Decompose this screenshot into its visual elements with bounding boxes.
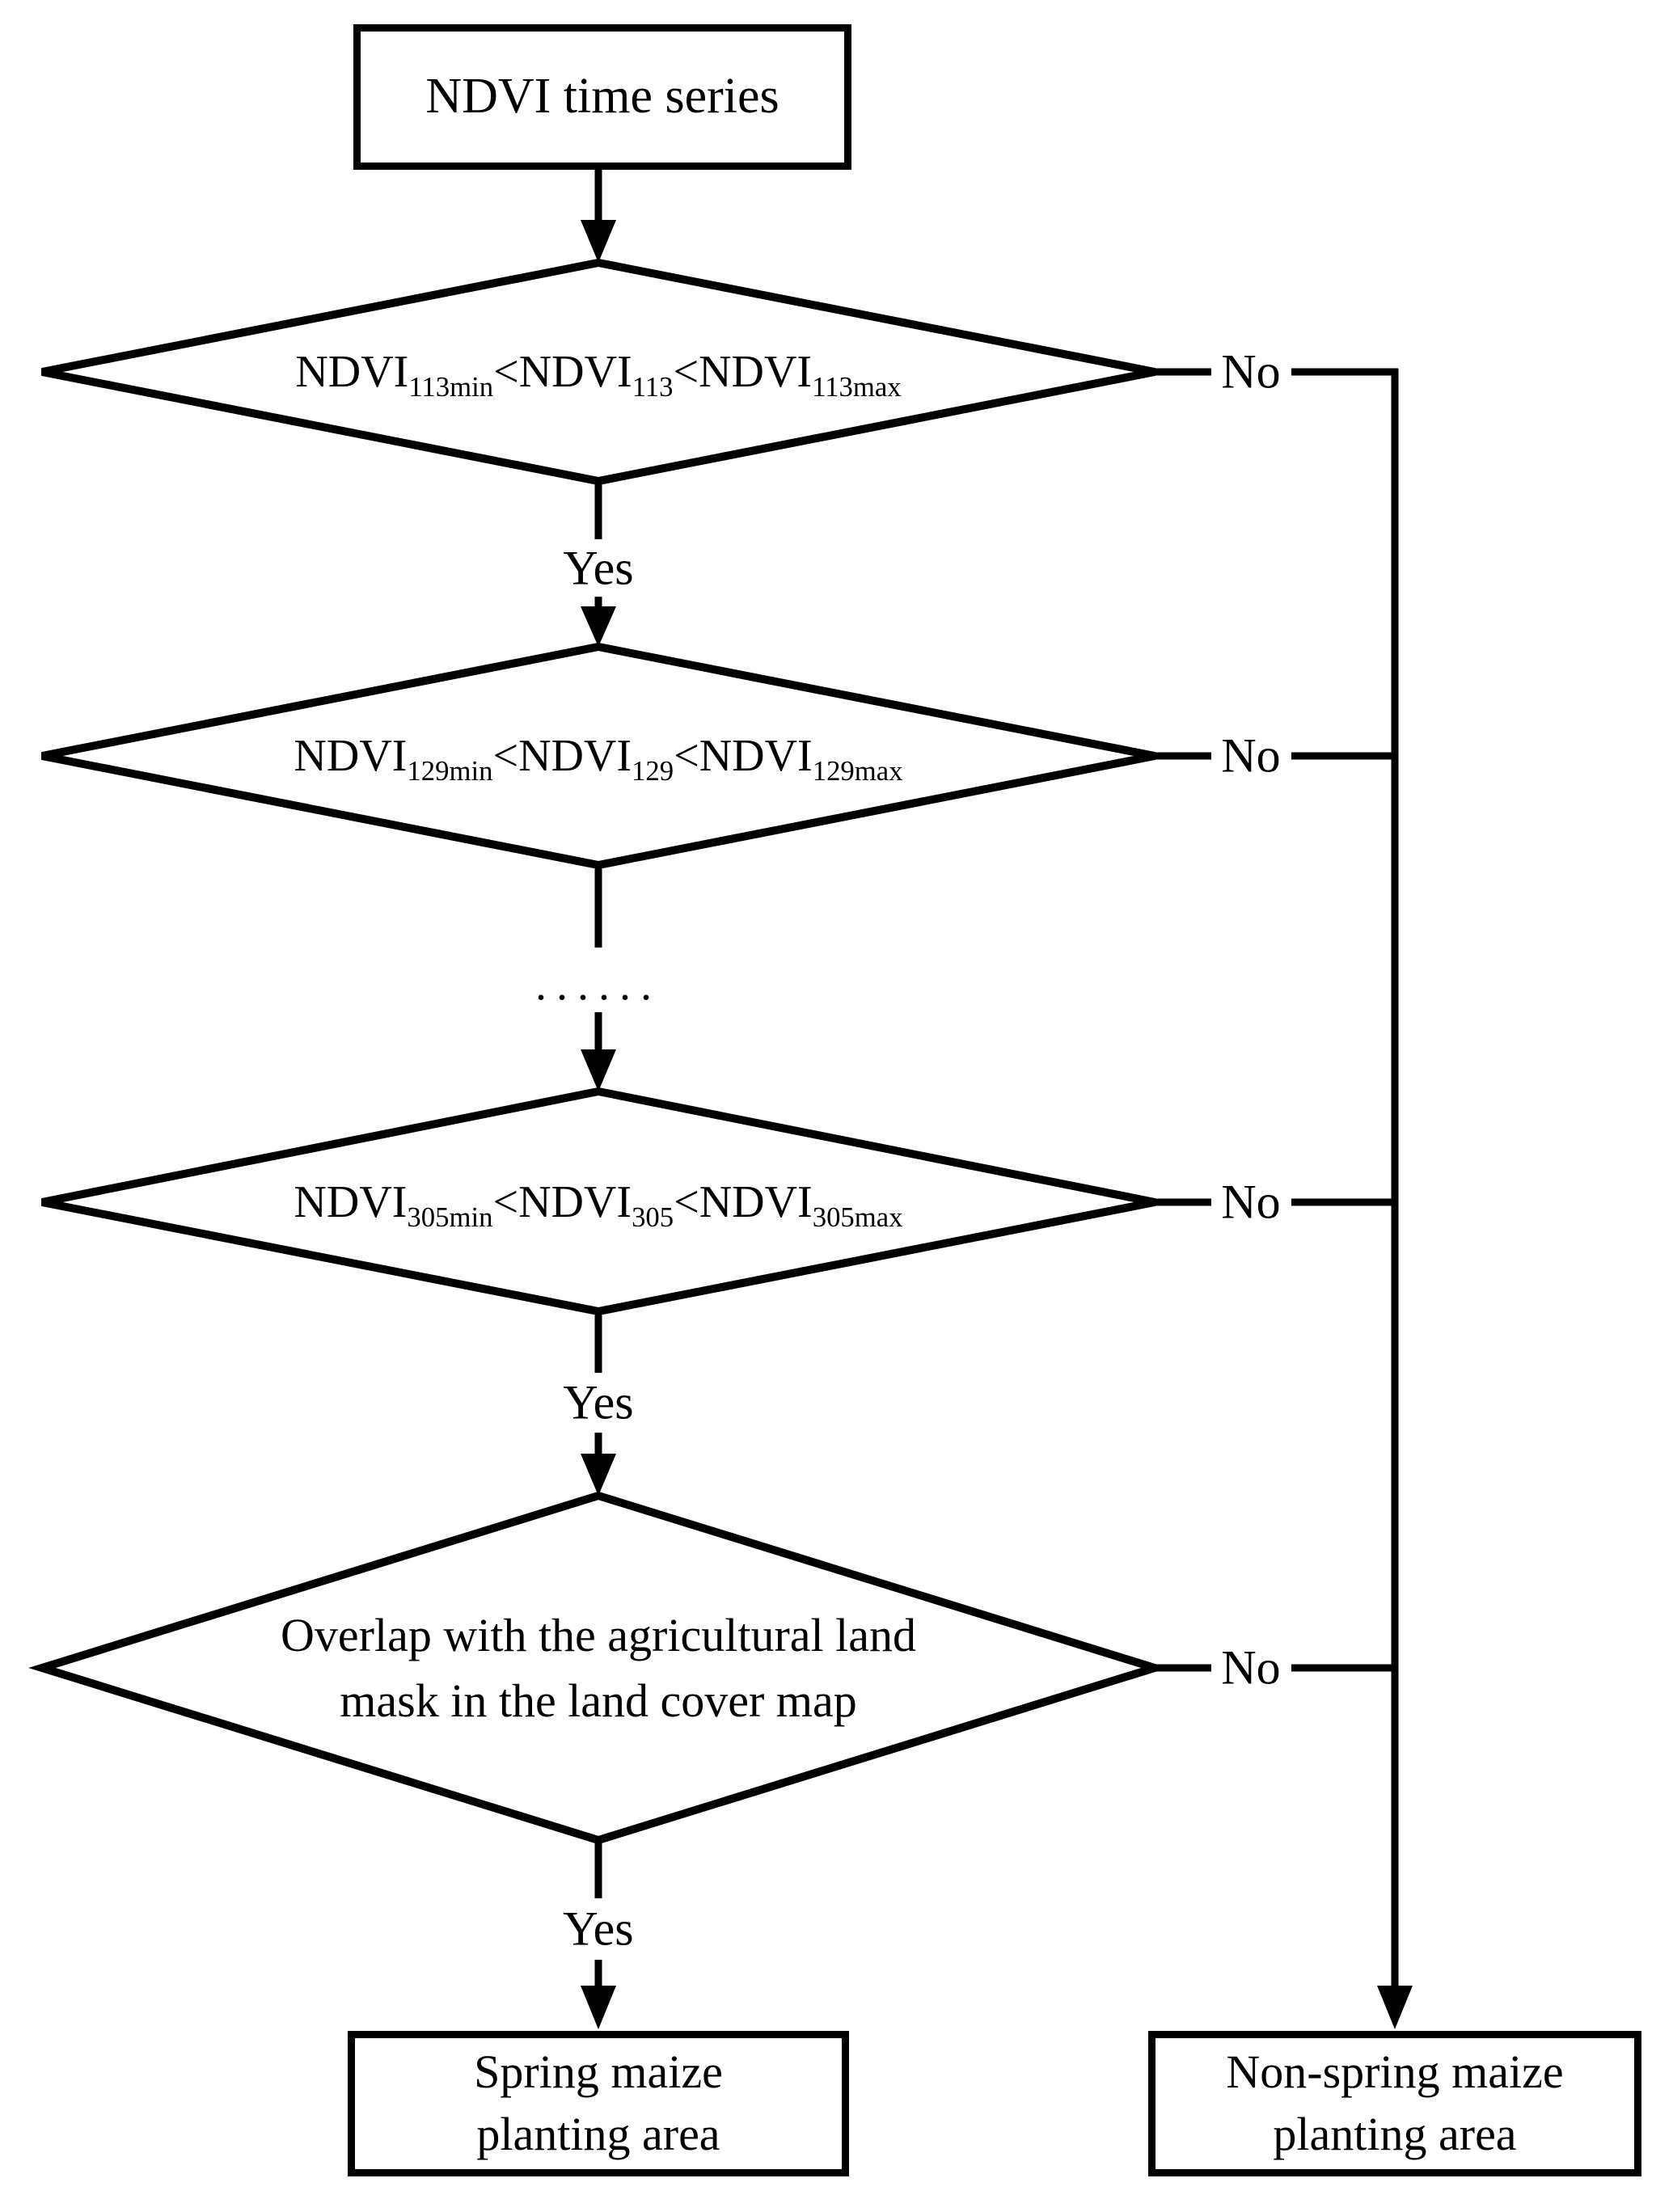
decision3-label: NDVI305min<NDVI305<NDVI305max [294, 1176, 902, 1231]
ndvi-subscript: 129 [632, 755, 674, 787]
yes-label-2: Yes [563, 1375, 634, 1429]
non-spring-maize-outcome-line1: Non-spring maize [1226, 2045, 1564, 2099]
ndvi-subscript: 305 [632, 1201, 674, 1234]
arrowhead-decision2 [581, 606, 616, 647]
ndvi-term: NDVI [294, 731, 408, 781]
ndvi-term: <NDVI [492, 731, 632, 781]
ndvi-subscript: 305min [407, 1201, 493, 1234]
ndvi-term: <NDVI [674, 1177, 813, 1227]
ndvi-subscript: 113min [408, 371, 494, 403]
arrowhead-decision1 [581, 220, 616, 263]
decision4-label: Overlap with the agricultural land mask … [281, 1602, 916, 1733]
spring-maize-outcome-node: Spring maize planting area [348, 2031, 849, 2176]
non-spring-maize-outcome-node: Non-spring maize planting area [1148, 2031, 1641, 2176]
ndvi-term: <NDVI [493, 347, 632, 397]
ndvi-subscript: 129min [407, 755, 493, 787]
ellipsis-label: ...... [535, 960, 661, 1010]
decision4-label-line2: mask in the land cover map [340, 1674, 857, 1727]
start-node-label: NDVI time series [425, 69, 779, 125]
ndvi-subscript: 129max [812, 755, 903, 787]
ndvi-term: <NDVI [673, 347, 813, 397]
spring-maize-outcome-line1: Spring maize [474, 2045, 723, 2099]
no-label-3: No [1221, 1175, 1281, 1229]
ndvi-subscript: 113max [812, 371, 902, 403]
ndvi-term: NDVI [295, 347, 409, 397]
ndvi-subscript: 113 [632, 371, 674, 403]
decision1-label: NDVI113min<NDVI113<NDVI113max [295, 346, 901, 401]
spring-maize-outcome-line2: planting area [476, 2108, 720, 2160]
start-node: NDVI time series [353, 24, 851, 170]
arrowhead-decision4 [581, 1454, 616, 1496]
yes-label-3: Yes [563, 1902, 634, 1956]
no-label-4: No [1221, 1640, 1281, 1695]
decision4-label-line1: Overlap with the agricultural land [281, 1608, 916, 1661]
non-spring-maize-outcome-line2: planting area [1273, 2108, 1517, 2160]
arrowhead-non-spring-box [1377, 1986, 1413, 2029]
arrowhead-spring-box [581, 1986, 616, 2029]
ndvi-term: NDVI [294, 1177, 408, 1227]
ndvi-subscript: 305max [812, 1201, 903, 1234]
ndvi-term: <NDVI [674, 731, 813, 781]
decision2-label: NDVI129min<NDVI129<NDVI129max [294, 730, 902, 785]
no-label-2: No [1221, 728, 1281, 783]
yes-label-1: Yes [563, 541, 634, 595]
no-label-1: No [1221, 344, 1281, 399]
arrowhead-decision3 [581, 1049, 616, 1091]
ndvi-term: <NDVI [492, 1177, 632, 1227]
